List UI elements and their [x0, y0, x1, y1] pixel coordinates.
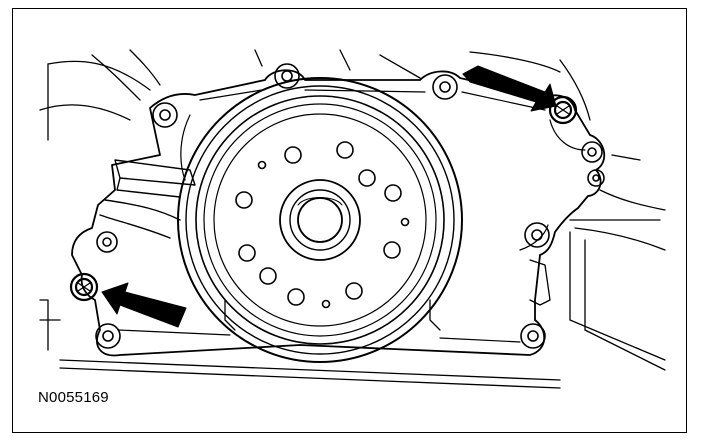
indicated-bolt-lower-left [69, 272, 99, 302]
engine-block-outline [39, 49, 666, 389]
bolt [587, 169, 605, 187]
indicated-bolt-upper-right [548, 95, 578, 125]
figure-id-label: N0055169 [38, 389, 109, 406]
bolt [96, 231, 118, 253]
bolt [524, 222, 550, 248]
cover-bolts [95, 63, 605, 349]
bolt [95, 323, 121, 349]
bolt [152, 102, 178, 128]
bolt [432, 74, 458, 100]
arrow-icon [462, 65, 557, 112]
arrow-icon [101, 282, 187, 328]
bolt [520, 323, 546, 349]
bolt [274, 63, 300, 89]
crankshaft-pulley [177, 77, 463, 363]
cover-slot [99, 159, 196, 239]
bolt [581, 141, 603, 163]
cover-ribs [117, 89, 586, 343]
pulley-holes [235, 141, 410, 309]
